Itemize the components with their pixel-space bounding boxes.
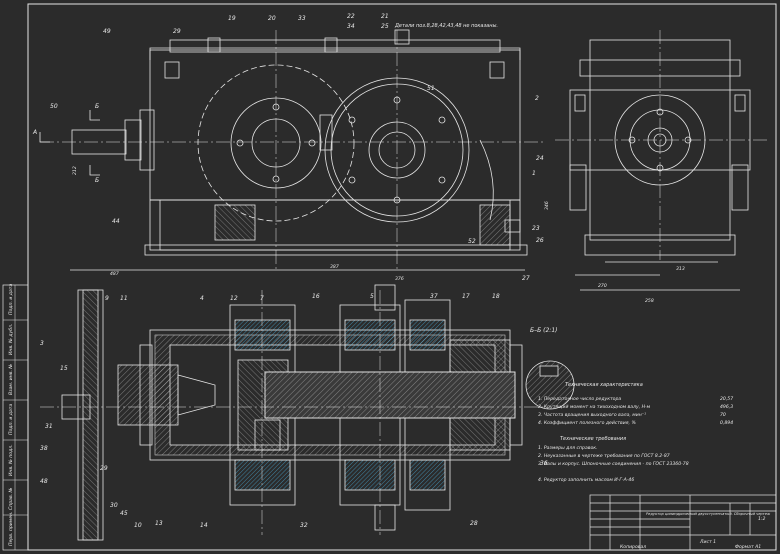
- dim-label: 387: [330, 264, 339, 270]
- callout: 48: [40, 478, 48, 485]
- doc-title: Редуктор цилиндрический двухступенчатый.…: [646, 512, 771, 516]
- tech-req-item: 1. Размеры для справок.: [538, 445, 598, 451]
- callout: 15: [60, 365, 68, 372]
- callout: 18: [492, 293, 500, 300]
- callout: 5: [370, 293, 374, 300]
- tech-req-item: 3. Валы и корпус. Шпоночные соединения -…: [538, 461, 689, 467]
- callout: 17: [462, 293, 470, 300]
- callout: 19: [228, 15, 236, 22]
- section-label: Б–Б (2:1): [530, 327, 557, 334]
- left-stamp-strip: Подп. и дата Инв. № дубл. Взам. инв. № П…: [8, 284, 14, 546]
- tech-char-value: 20,57: [720, 396, 733, 402]
- callout: 44: [112, 218, 120, 225]
- strip-label: Справ. №: [8, 487, 14, 510]
- callout: 29: [173, 28, 181, 35]
- callout: 12: [230, 295, 238, 302]
- tech-char-value: 70: [720, 412, 726, 418]
- callout: 49: [103, 28, 111, 35]
- callout: 28: [470, 520, 478, 527]
- tech-char-value: 0,894: [720, 420, 733, 426]
- callout: 22: [347, 13, 355, 20]
- strip-label: Подп. и дата: [8, 284, 14, 315]
- callout: 32: [300, 522, 308, 529]
- callout: 34: [347, 23, 355, 30]
- callout: 23: [532, 225, 540, 232]
- dim-label: 346: [544, 201, 550, 210]
- callout: 36: [540, 460, 548, 467]
- tech-notes: Техническая характеристика 1. Передаточн…: [538, 382, 733, 483]
- plan-section: [40, 284, 575, 541]
- strip-label: Инв. № подл.: [8, 444, 14, 476]
- tech-char-title: Техническая характеристика: [565, 382, 643, 388]
- callout: 33: [298, 15, 306, 22]
- tech-req-item: 4. Редуктор заполнить маслом И-Г-А-46: [538, 477, 634, 483]
- callout: 26: [536, 237, 544, 244]
- tech-req-item: 2. Неуказанные в чертеже требования по Г…: [538, 453, 670, 459]
- section-mark-a: А: [32, 129, 37, 136]
- sheet-frame: [2, 3, 777, 551]
- plan-section-texts: Б–Б (2:1) 9 11 3 4 7 12 16 5 37 17 18 15…: [40, 275, 557, 529]
- scale: 1:2: [758, 516, 765, 522]
- callout: 3: [40, 340, 44, 347]
- callout: 45: [120, 510, 128, 517]
- section-mark-b: Б: [95, 103, 99, 110]
- strip-label: Перв. примен.: [8, 512, 14, 547]
- front-view-texts: Детали поз.8,28,42,43,48 не показаны. А …: [32, 13, 550, 282]
- callout: 31: [45, 423, 53, 430]
- dim-label: 376: [395, 276, 404, 282]
- callout: 10: [134, 522, 142, 529]
- header-note: Детали поз.8,28,42,43,48 не показаны.: [394, 23, 498, 29]
- callout: 25: [381, 23, 389, 30]
- bottom-label: Копировал: [620, 544, 646, 550]
- tech-char-item: 2. Крутящий момент на тихоходном валу, Н…: [538, 404, 651, 410]
- callout: 37: [430, 293, 438, 300]
- strip-label: Инв. № дубл.: [8, 324, 14, 355]
- tech-char-value: 496,3: [720, 404, 733, 410]
- tech-char-item: 4. Коэффициент полезного действия, %: [538, 420, 636, 426]
- callout: 29: [100, 465, 108, 472]
- callout: 50: [50, 103, 58, 110]
- callout: 2: [535, 95, 539, 102]
- dim-label: 313: [676, 266, 685, 272]
- front-view: [39, 29, 545, 271]
- callout: 30: [110, 502, 118, 509]
- tech-req-title: Технические требования: [560, 436, 626, 442]
- callout: 14: [200, 522, 208, 529]
- tech-char-item: 1. Передаточное число редуктора: [538, 396, 621, 402]
- callout: 21: [381, 13, 389, 20]
- callout: 7: [260, 295, 264, 302]
- strip-label: Подп. и дата: [8, 404, 14, 435]
- title-block: [589, 494, 777, 551]
- callout: 24: [536, 155, 544, 162]
- dim-label: 270: [598, 283, 607, 289]
- callout: 4: [200, 295, 204, 302]
- side-view-texts: 270 258 313: [598, 266, 685, 304]
- callout: 1: [532, 170, 536, 177]
- sheet-number: Лист 1: [699, 539, 716, 545]
- callout: 13: [155, 520, 163, 527]
- housing-outline: [149, 49, 521, 251]
- callout: 38: [40, 445, 48, 452]
- callout: 27: [522, 275, 530, 282]
- dim-label: 258: [645, 298, 654, 304]
- callout: 51: [427, 85, 435, 92]
- side-view: [555, 30, 770, 291]
- callout: 16: [312, 293, 320, 300]
- title-block-texts: Редуктор цилиндрический двухступенчатый.…: [620, 512, 771, 550]
- gear-large-1: [197, 64, 355, 222]
- strip-label: Взам. инв. №: [8, 364, 14, 395]
- callout: 52: [468, 238, 476, 245]
- section-bb-detail: [525, 360, 575, 410]
- callout: 9: [105, 295, 109, 302]
- tech-char-item: 3. Частота вращения выходного вала, мин⁻…: [538, 412, 646, 418]
- callout: 11: [120, 295, 128, 302]
- dim-label: 212: [72, 166, 78, 175]
- callout: 20: [268, 15, 276, 22]
- bottom-label: Формат A1: [735, 544, 761, 550]
- dim-label: 487: [110, 271, 119, 277]
- input-flange: [139, 109, 155, 171]
- section-mark-b2: Б: [95, 177, 99, 184]
